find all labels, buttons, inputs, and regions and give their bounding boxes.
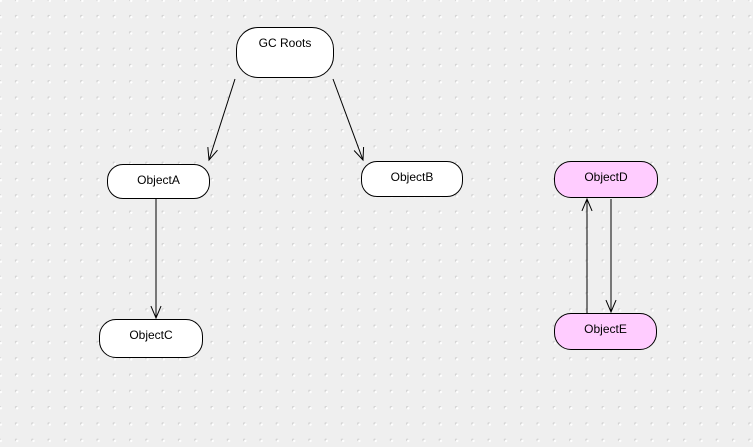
arrowhead-gc-roots-to-object-b [353, 146, 365, 162]
node-object-d[interactable]: ObjectD [554, 161, 658, 198]
node-label-object-d: ObjectD [584, 170, 628, 184]
node-object-c[interactable]: ObjectC [99, 319, 203, 358]
node-object-b[interactable]: ObjectB [361, 161, 463, 197]
arrowhead-gc-roots-to-object-a [207, 147, 218, 162]
node-object-e[interactable]: ObjectE [554, 313, 657, 350]
node-label-object-b: ObjectB [390, 170, 434, 184]
node-label-object-c: ObjectC [129, 328, 173, 342]
node-label-object-a: ObjectA [137, 173, 180, 187]
node-object-a[interactable]: ObjectA [107, 164, 210, 199]
node-gc-roots[interactable]: GC Roots [236, 27, 334, 78]
edge-gc-roots-to-object-b[interactable] [332, 78, 364, 161]
node-label-gc-roots: GC Roots [258, 36, 312, 50]
arrowhead-object-d-to-object-e [605, 299, 617, 314]
arrowhead-object-a-to-object-c [150, 305, 162, 320]
node-label-object-e: ObjectE [584, 322, 627, 336]
arrowhead-object-e-to-object-d [581, 197, 593, 212]
edge-gc-roots-to-object-a[interactable] [208, 78, 236, 161]
